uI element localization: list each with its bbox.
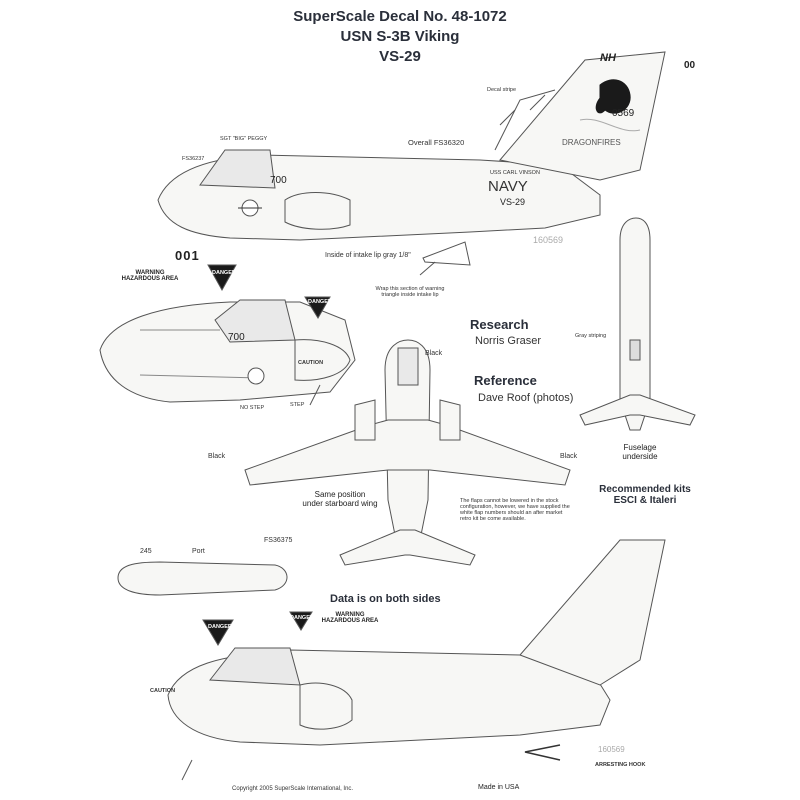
arrow-icon bbox=[309, 384, 321, 406]
topview-stab bbox=[339, 529, 476, 566]
navy-marking: NAVY bbox=[488, 178, 528, 195]
gray-striping-label: Gray striping bbox=[575, 333, 607, 339]
kits-line2: ESCI & Italeri bbox=[613, 495, 677, 506]
fuel-tank-color: FS36375 bbox=[264, 537, 293, 544]
step-label: STEP bbox=[290, 402, 305, 408]
made-in-footer: Made in USA bbox=[478, 784, 520, 791]
warning-subtitle-top: HAZARDOUS AREA bbox=[121, 276, 179, 282]
recommended-kits: Recommended kits ESCI & Italeri bbox=[585, 484, 705, 506]
header-title: SuperScale Decal No. 48-1072 bbox=[293, 8, 507, 25]
topview-engine-right bbox=[439, 399, 461, 441]
warning-title-top: WARNING bbox=[135, 270, 165, 276]
wrap-note-line1: Wrap this section of warning bbox=[375, 286, 445, 292]
danger-label-2: DANGER bbox=[308, 299, 332, 305]
top-tail-fin bbox=[499, 51, 666, 181]
warning-block-bottom: WARNING HAZARDOUS AREA bbox=[300, 612, 400, 624]
same-position-line1: Same position bbox=[314, 490, 366, 499]
research-title: Research bbox=[470, 317, 529, 332]
black-left-label: Black bbox=[208, 453, 226, 460]
ship-name-marking: USS CARL VINSON bbox=[490, 170, 540, 176]
arresting-hook-chevron-icon bbox=[524, 744, 561, 761]
danger-triangle-3 bbox=[202, 619, 234, 646]
squadron-code-marking: VS-29 bbox=[500, 197, 526, 207]
tail-letters-marking: NH bbox=[600, 52, 616, 64]
nose-color-code: FS36237 bbox=[182, 156, 205, 162]
black-nose-label: Black bbox=[425, 350, 443, 357]
caution-label-detail: CAUTION bbox=[298, 360, 324, 366]
canopy-name-label: SGT "BIG" PEGGY bbox=[220, 136, 268, 142]
research-name: Norris Graser bbox=[475, 335, 542, 347]
arresting-hook-label: ARRESTING HOOK bbox=[595, 762, 646, 768]
kits-line1: Recommended kits bbox=[599, 484, 691, 495]
danger-label-4: DANGER bbox=[290, 615, 314, 621]
fuselage-underside-line1: Fuselage bbox=[623, 443, 657, 452]
fuel-tank-number: 245 bbox=[140, 548, 152, 555]
header-squadron: VS-29 bbox=[379, 48, 421, 65]
top-intake bbox=[284, 192, 351, 230]
overall-color-label: Overall FS36320 bbox=[408, 138, 465, 147]
top-modex-nose: 700 bbox=[270, 175, 287, 186]
fuselage-underside-line2: underside bbox=[622, 452, 658, 461]
danger-label-1: DANGER bbox=[212, 270, 236, 276]
data-both-sides-note: Data is on both sides bbox=[330, 593, 441, 605]
tail-modex-decal: 00 bbox=[684, 60, 696, 71]
top-canopy bbox=[199, 149, 276, 189]
danger-triangle-4 bbox=[289, 611, 313, 631]
top-modex-small: 001 bbox=[175, 248, 200, 263]
fuel-tank bbox=[117, 561, 288, 596]
reference-name: Dave Roof (photos) bbox=[478, 392, 574, 404]
detail-intake bbox=[294, 339, 351, 381]
flaps-note: The flaps cannot be lowered in the stock… bbox=[460, 498, 570, 522]
warning-title-bottom: WARNING bbox=[335, 612, 365, 618]
bottom-intake bbox=[299, 682, 353, 730]
fuel-tank-side: Port bbox=[192, 548, 205, 555]
bottom-canopy bbox=[209, 647, 301, 686]
header-aircraft: USN S-3B Viking bbox=[340, 28, 460, 45]
tail-bureau-marking: 0569 bbox=[612, 108, 635, 119]
intake-lip-note: Inside of intake lip gray 1/8" bbox=[325, 252, 411, 259]
tail-dragon-icon bbox=[595, 79, 631, 114]
topview-engine-left bbox=[354, 399, 376, 441]
warning-subtitle-bottom: HAZARDOUS AREA bbox=[321, 618, 379, 624]
wrap-note: Wrap this section of warning triangle in… bbox=[345, 286, 475, 298]
no-step-label: NO STEP bbox=[240, 405, 265, 411]
underside-stab bbox=[579, 394, 696, 426]
reference-title: Reference bbox=[474, 373, 537, 388]
pitot-arrow-icon bbox=[181, 759, 193, 781]
detail-modex: 700 bbox=[228, 332, 245, 343]
danger-triangle-1 bbox=[207, 264, 237, 292]
detail-canopy bbox=[214, 299, 296, 343]
copyright-footer: Copyright 2005 SuperScale International,… bbox=[232, 786, 354, 792]
dragonfires-marking: DRAGONFIRES bbox=[562, 138, 621, 147]
fuselage-underside-label: Fuselage underside bbox=[610, 443, 670, 461]
intake-triangle bbox=[422, 241, 471, 266]
topview-wing bbox=[244, 419, 571, 486]
bureau-number-top: 160569 bbox=[533, 235, 564, 245]
warning-block-top: WARNING HAZARDOUS AREA bbox=[100, 270, 200, 282]
black-right-label: Black bbox=[560, 453, 578, 460]
detail-roundel bbox=[247, 367, 265, 385]
same-position-line2: under starboard wing bbox=[302, 499, 378, 508]
danger-label-3: DANGER bbox=[208, 624, 232, 630]
decal-stripe-note: Decal stripe bbox=[487, 87, 517, 93]
wrap-note-line2: triangle inside intake lip bbox=[381, 292, 439, 298]
caution-label-bottom: CAUTION bbox=[150, 688, 176, 694]
same-position-note: Same position under starboard wing bbox=[295, 490, 385, 508]
underside-fuselage bbox=[619, 217, 651, 431]
bottom-tail-fin bbox=[519, 539, 666, 686]
bureau-number-bottom: 160569 bbox=[598, 745, 625, 754]
danger-triangle-2 bbox=[304, 296, 331, 319]
